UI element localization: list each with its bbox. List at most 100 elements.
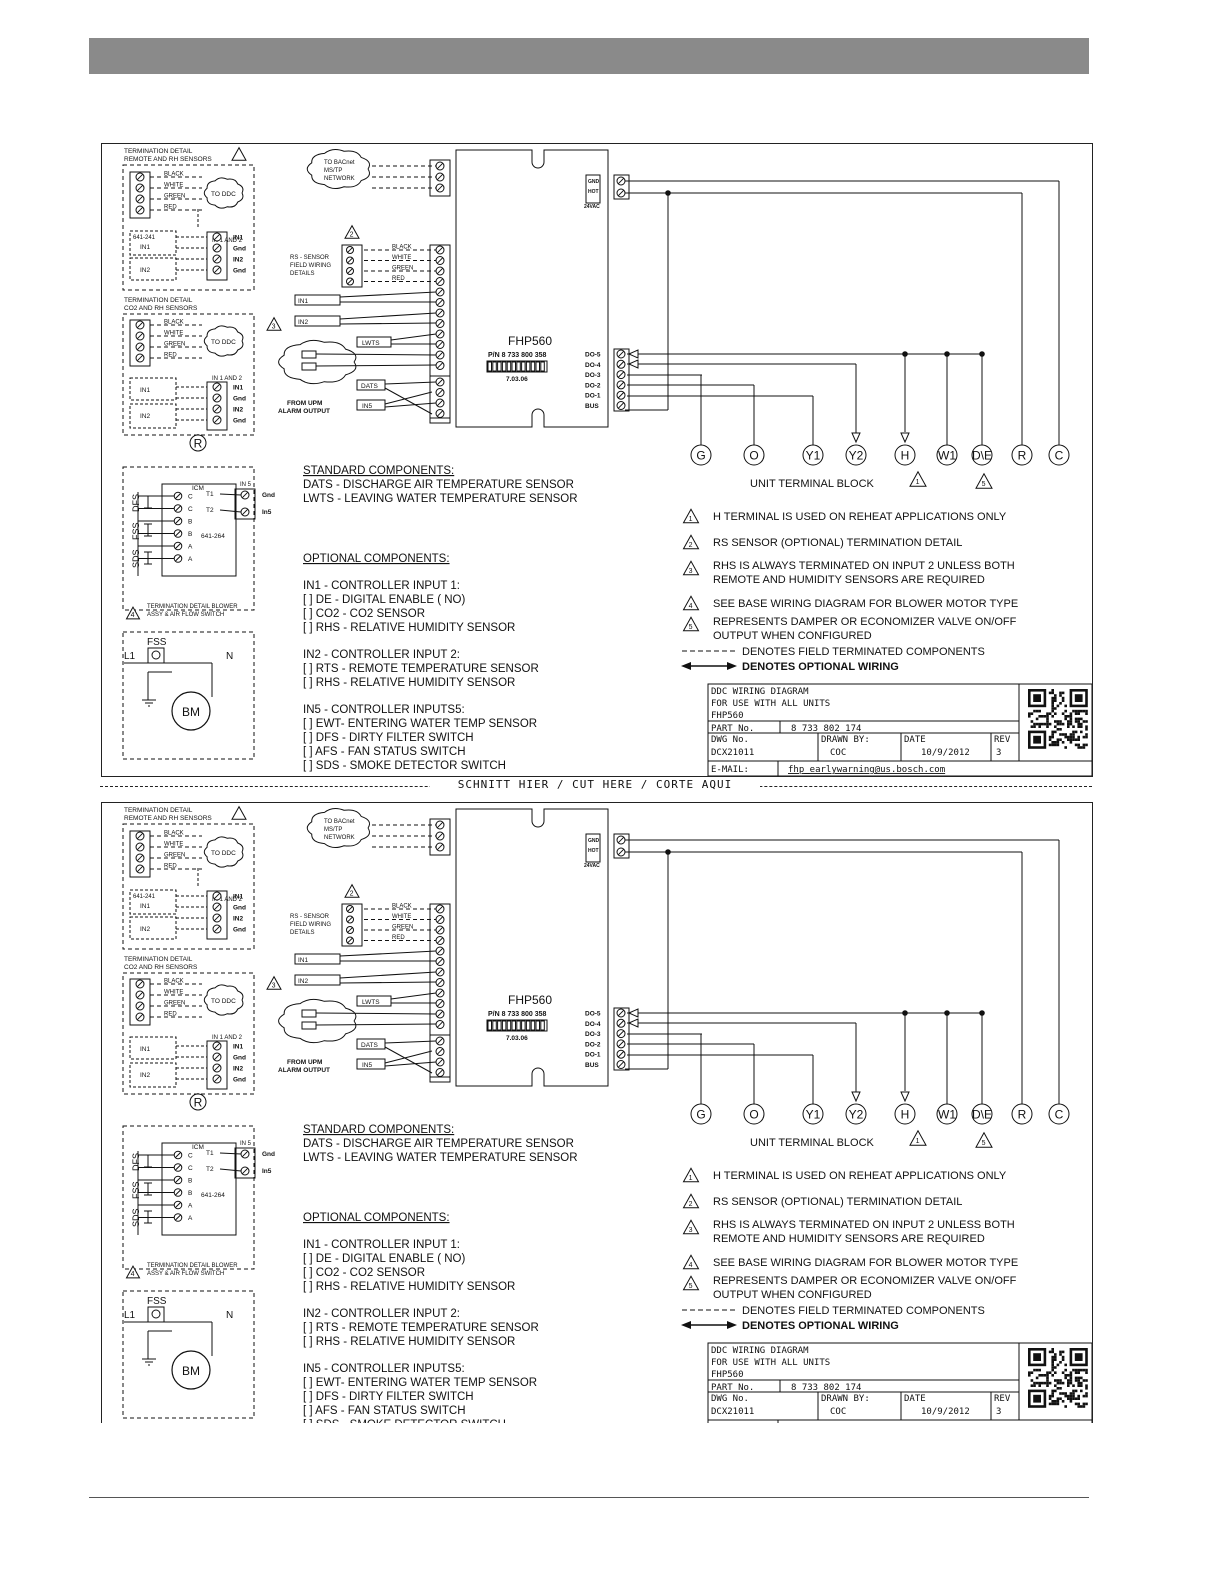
in-terminal-label: Gnd <box>233 905 246 912</box>
wire-color-label-red: RED <box>164 864 177 870</box>
rs-wire-color-label: RED <box>392 276 405 282</box>
screw-slot <box>617 1051 625 1058</box>
unit-terminal-y1-label: Y1 <box>806 449 821 463</box>
rev-value: 3 <box>996 1407 1001 1417</box>
screw-slot <box>213 903 221 911</box>
sensor-terminal-block <box>129 830 151 878</box>
co2-to-ddc-label: TO DDC <box>211 339 236 346</box>
note-2-line-1: RS SENSOR (OPTIONAL) TERMINATION DETAIL <box>713 1196 962 1208</box>
do5-arrow-icon <box>627 1008 639 1018</box>
in1-wire <box>339 291 437 298</box>
icm-terminal-label: B <box>188 519 192 526</box>
date-label: DATE <box>904 735 926 745</box>
fss-label: FSS <box>147 637 167 648</box>
screw-slot <box>213 405 221 413</box>
co2-wire-color-label: GREEN <box>164 342 185 348</box>
controller-dip-switch <box>521 361 526 372</box>
in2-sensor-box <box>129 257 177 281</box>
to-ddc-cloud <box>203 177 244 209</box>
power-hot-label: HOT <box>588 848 599 854</box>
screw-slot <box>241 1167 249 1175</box>
term-detail-blower-subtitle: ASSY & AIR FLOW SWITCH <box>147 612 224 618</box>
term-detail-remote-rh-title: TERMINATION DETAIL <box>124 148 193 155</box>
screw-slot <box>436 1021 444 1028</box>
screw-slot <box>617 361 625 368</box>
screw-slot <box>136 173 144 181</box>
do-terminal-label: DO-2 <box>585 382 601 389</box>
rev-label: REV <box>994 735 1011 745</box>
controller-board <box>455 808 609 1087</box>
in2-sensor-label: IN2 <box>140 926 151 933</box>
screw-slot <box>136 991 144 999</box>
part-number-value: 8 733 802 174 <box>791 724 861 734</box>
standard-component-item: DATS - DISCHARGE AIR TEMPERATURE SENSOR <box>303 1138 574 1150</box>
rs-sensor-terminal-block <box>341 244 363 288</box>
screw-slot <box>436 378 444 386</box>
legend-dashed-text: DENOTES FIELD TERMINATED COMPONENTS <box>742 1305 985 1317</box>
icm-terminal-label: B <box>188 1178 192 1185</box>
in-terminal-label: IN1 <box>233 235 244 242</box>
in2-tag-label: IN2 <box>298 319 309 326</box>
screw-slot <box>174 542 182 550</box>
screw-slot <box>213 255 221 263</box>
co2-in1-label: IN1 <box>140 1046 151 1053</box>
triangle-note-number: 2 <box>350 231 354 238</box>
screw-slot <box>617 1020 625 1027</box>
unit-terminal-r-label: R <box>1018 449 1027 463</box>
optional-components-title: OPTIONAL COMPONENTS: <box>303 1212 450 1224</box>
in5-tag <box>356 1058 386 1070</box>
legend-arrow-text: DENOTES OPTIONAL WIRING <box>742 1320 899 1332</box>
standard-component-item: LWTS - LEAVING WATER TEMPERATURE SENSOR <box>303 493 578 505</box>
triangle-note-number: 3 <box>689 568 693 575</box>
note-triangle-3-icon <box>682 1219 700 1235</box>
term-detail-co2-rh-box <box>122 972 255 1095</box>
co2-wire-color-label: BLACK <box>164 320 184 326</box>
screw-slot <box>136 980 144 988</box>
term-detail-blower-subtitle: ASSY & AIR FLOW SWITCH <box>147 1271 224 1277</box>
rs-sensor-line-1: RS - SENSOR <box>290 914 330 920</box>
unit-terminal-g-label: G <box>696 1108 705 1122</box>
screw-slot <box>436 1037 444 1045</box>
blower-detail-box <box>122 466 255 611</box>
controller-name: FHP560 <box>508 993 552 1007</box>
unit-terminal-c-label: C <box>1055 1108 1064 1122</box>
do-terminal-label: BUS <box>585 1062 599 1069</box>
wire-color-label-green: GREEN <box>164 194 185 200</box>
screw-slot <box>241 1150 249 1158</box>
controller-part-number: P/N 8 733 800 358 <box>488 1011 546 1018</box>
wire-color-label-white: WHITE <box>164 842 183 848</box>
co2-in-terminal-block <box>206 1040 228 1090</box>
upm-wire-2 <box>315 364 437 367</box>
in5-title: IN5 - CONTROLLER INPUTS5: <box>303 704 465 716</box>
email-value: fhp_earlywarning@us.bosch.com <box>788 765 945 775</box>
term-detail-remote-rh-box <box>122 823 255 950</box>
controller-board <box>455 149 609 428</box>
drawn-by-value: COC <box>830 748 846 758</box>
title-block-title-line: DDC WIRING DIAGRAM <box>711 687 809 697</box>
power-24vac-label: 24VAC <box>584 863 600 869</box>
in-terminal-block <box>206 890 228 940</box>
note-2-line-1: RS SENSOR (OPTIONAL) TERMINATION DETAIL <box>713 537 962 549</box>
email-label: E-MAIL: <box>711 765 749 775</box>
co2-in-terminal-label: IN1 <box>233 385 244 392</box>
t1-wire <box>219 1152 242 1155</box>
switch-label-sds: SDS <box>131 549 141 568</box>
screw-slot <box>617 177 625 185</box>
screw-slot <box>174 1201 182 1209</box>
note-5-line-1: REPRESENTS DAMPER OR ECONOMIZER VALVE ON… <box>713 616 1017 628</box>
screw-slot <box>174 1214 182 1221</box>
unit-terminal-block-label: UNIT TERMINAL BLOCK <box>750 1137 875 1149</box>
footer-rule <box>89 1497 1089 1498</box>
part-number-label: PART No. <box>711 1383 754 1393</box>
lwts-tag-label: LWTS <box>362 340 380 347</box>
upm-wire-1 <box>315 1012 437 1015</box>
net-terminal-block <box>429 159 451 197</box>
rs-sensor-line-2: FIELD WIRING <box>290 922 331 928</box>
controller-dip-switch <box>525 361 531 372</box>
screw-slot <box>436 947 444 955</box>
drawn-by-label: DRAWN BY: <box>821 1394 870 1404</box>
screw-slot <box>213 266 221 274</box>
in2-tag-label: IN2 <box>298 978 309 985</box>
